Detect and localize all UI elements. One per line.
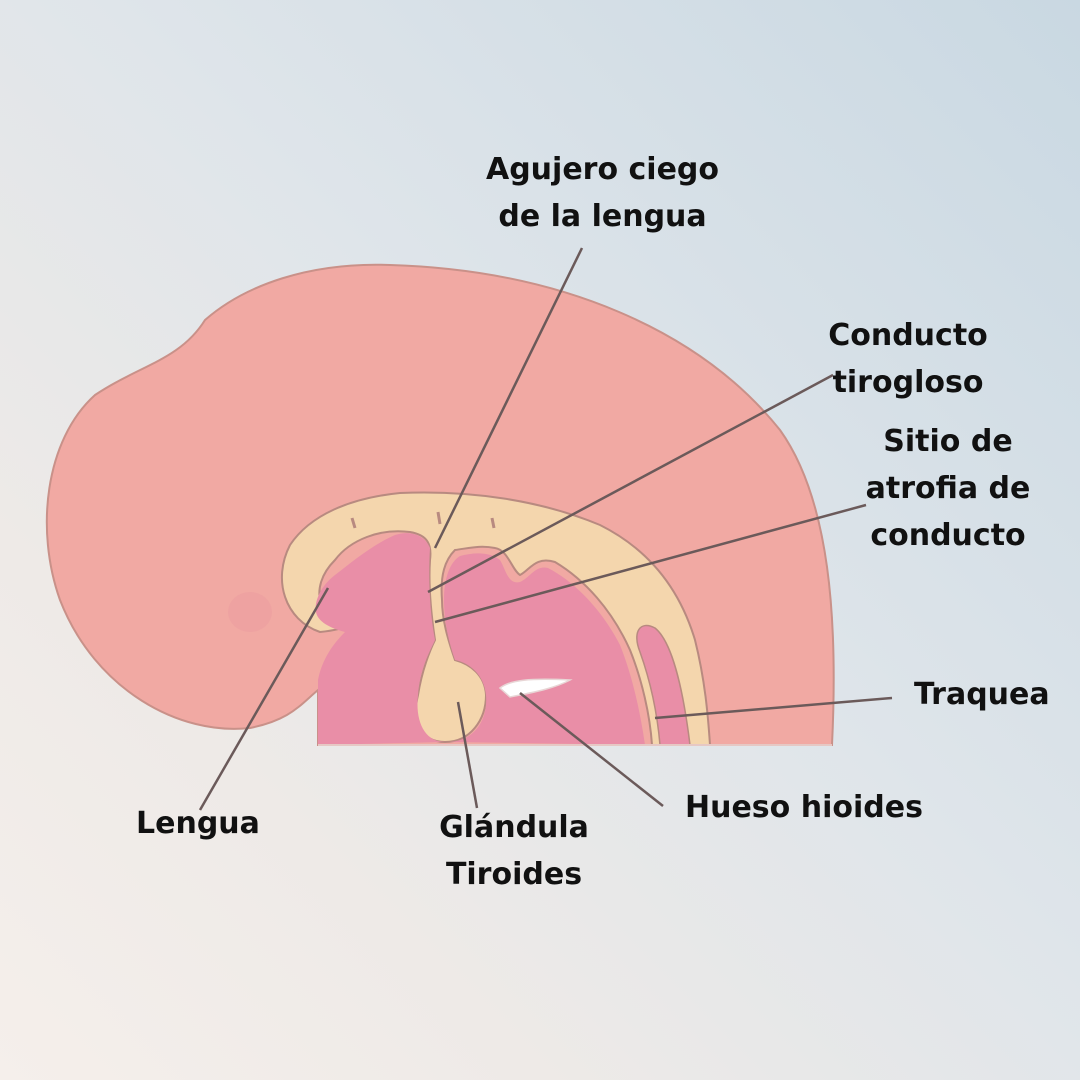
blush-spot — [228, 592, 272, 632]
leader-thyroid — [456, 701, 479, 809]
leader-foramen-cecum — [433, 247, 584, 549]
label-tongue: Lengua — [136, 806, 260, 841]
tongue-inner-tissue — [315, 533, 445, 745]
leader-thyroglossal-duct — [427, 373, 834, 594]
label-thyroid-gland: Glándula Tiroides — [439, 810, 589, 892]
hyoid-bone — [498, 678, 573, 698]
label-foramen-cecum: Agujero ciego de la lengua — [485, 152, 720, 234]
leader-duct-atrophy — [434, 503, 867, 624]
leader-hyoid — [519, 692, 664, 807]
label-duct-atrophy-site: Sitio de atrofia de conducto — [865, 424, 1031, 553]
duct-band — [281, 491, 712, 746]
duct-notches — [350, 511, 496, 529]
label-thyroglossal-duct: Conducto tirogloso — [828, 318, 988, 400]
leader-trachea — [654, 696, 893, 720]
leader-tongue — [198, 587, 330, 811]
label-hyoid-bone: Hueso hioides — [685, 790, 923, 825]
label-trachea: Traquea — [914, 677, 1050, 712]
pharynx-inner-tissue — [444, 553, 645, 745]
